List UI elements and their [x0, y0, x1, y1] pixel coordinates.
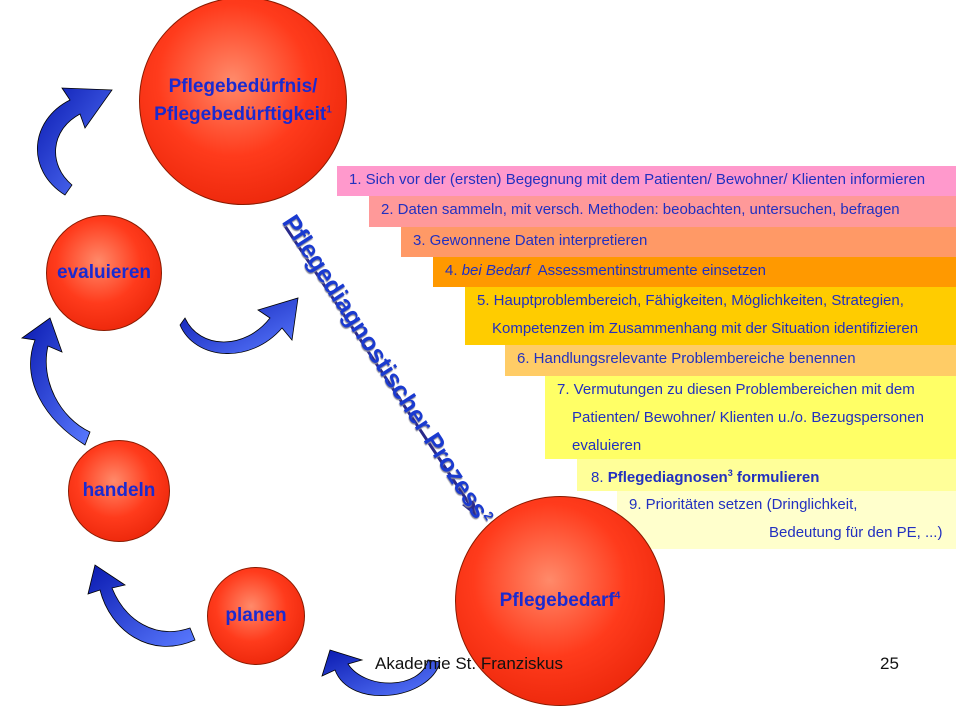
node-handeln: handeln	[68, 440, 170, 542]
step-7: 7. Vermutungen zu diesen Problembereiche…	[545, 376, 956, 459]
step-5: 5. Hauptproblembereich, Fähigkeiten, Mög…	[465, 287, 956, 345]
curved-arrow-icon	[87, 564, 196, 647]
curved-arrow-icon	[37, 87, 113, 196]
step-3: 3. Gewonnene Daten interpretieren	[401, 227, 956, 257]
step-8: 8. Pflegediagnosen3 formulieren	[577, 459, 956, 491]
step-2: 2. Daten sammeln, mit versch. Methoden: …	[369, 196, 956, 227]
footer-org: Akademie St. Franziskus	[375, 654, 564, 673]
curved-arrow-icon	[20, 317, 91, 446]
node-evaluieren: evaluieren	[46, 215, 162, 331]
step-4: 4. bei Bedarf Assessmentinstrumente eins…	[433, 257, 956, 287]
node-pflegebeduerfnis: Pflegebedürfnis/Pflegebedürftigkeit1	[139, 0, 347, 205]
page-number: 25	[880, 654, 899, 673]
step-9: 9. Prioritäten setzen (Dringlichkeit,Bed…	[617, 491, 956, 549]
process-arrow	[283, 225, 474, 509]
step-1: 1. Sich vor der (ersten) Begegnung mit d…	[337, 166, 956, 196]
curved-arrow-icon	[179, 297, 299, 354]
step-6: 6. Handlungsrelevante Problembereiche be…	[505, 345, 956, 376]
curved-arrow-icon	[321, 649, 441, 696]
node-pflegebedarf: Pflegebedarf4	[455, 496, 665, 706]
node-planen: planen	[207, 567, 305, 665]
arrow-head-icon	[462, 500, 478, 518]
